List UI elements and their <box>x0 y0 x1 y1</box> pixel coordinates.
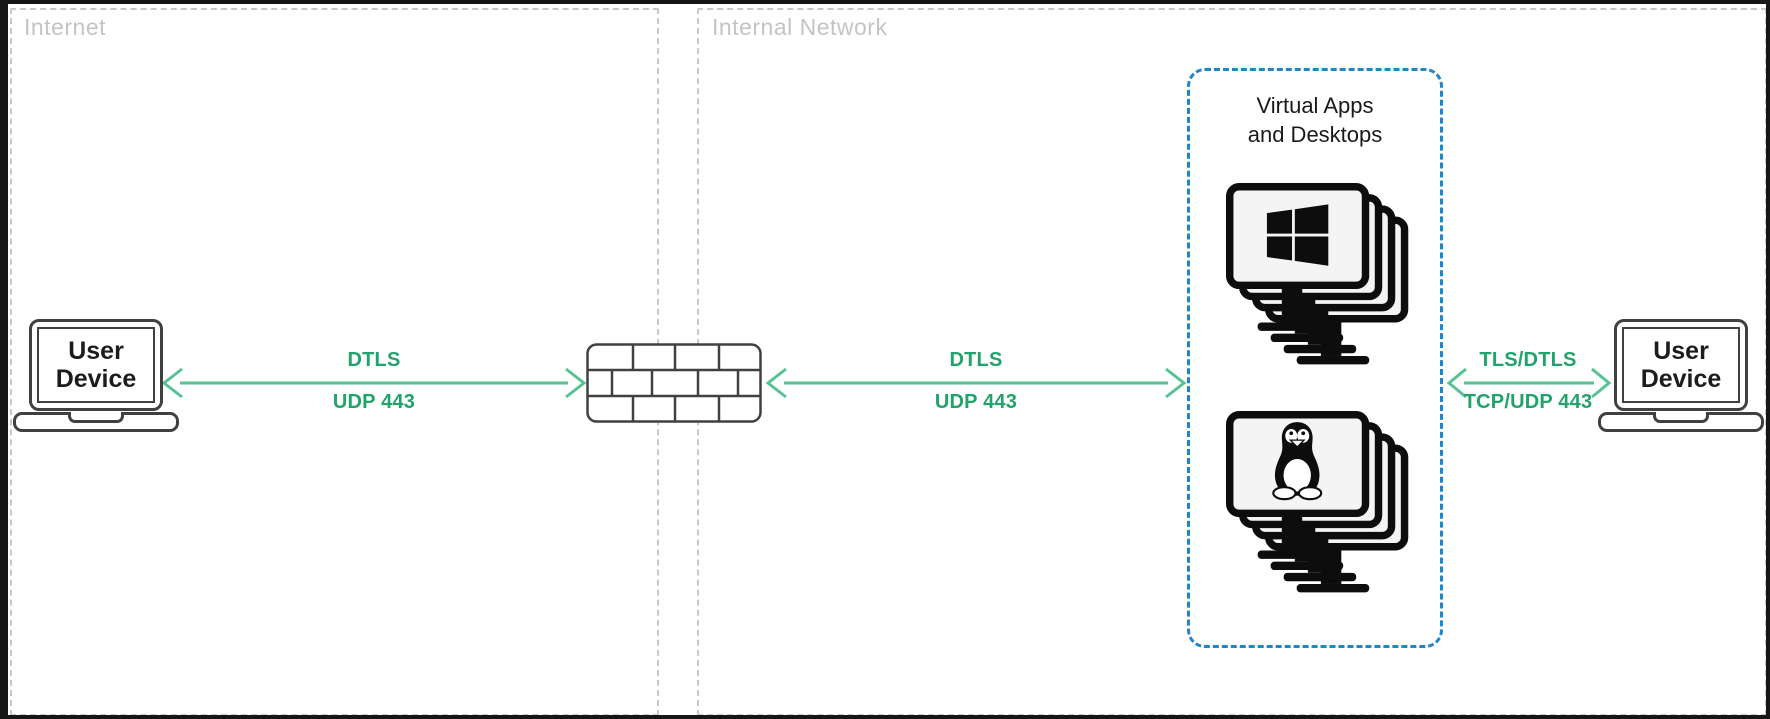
laptop-base <box>1598 412 1764 432</box>
vda-title-line1: Virtual Apps <box>1256 93 1374 118</box>
vda-box-title: Virtual Apps and Desktops <box>1190 91 1440 149</box>
vda-title-line2: and Desktops <box>1247 122 1383 148</box>
user-device-right-line2: Device <box>1640 365 1722 393</box>
firewall-icon <box>586 343 762 423</box>
connection-arrow-right <box>1446 367 1612 399</box>
user-device-left-line2: Device <box>55 365 137 393</box>
tux-penguin-icon <box>1272 422 1323 501</box>
connection-left-protocol-label: DTLS <box>347 349 401 371</box>
laptop-icon: User Device <box>1614 319 1748 411</box>
connection-arrow-left <box>161 367 587 399</box>
user-device-right-label: User Device <box>1622 327 1740 403</box>
internet-zone-label: Internet <box>24 14 106 40</box>
user-device-left-line1: User <box>68 337 124 365</box>
internal-network-zone-label: Internal Network <box>712 14 888 40</box>
laptop-notch <box>68 412 124 423</box>
connection-right-port-label: TCP/UDP 443 <box>1463 391 1593 413</box>
linux-tux-monitor-stack-icon <box>1226 411 1409 593</box>
user-device-left-label: User Device <box>37 327 155 403</box>
connection-middle-protocol-label: DTLS <box>949 349 1003 371</box>
laptop-notch <box>1653 412 1709 423</box>
user-device-right-line1: User <box>1653 337 1709 365</box>
connection-arrow-middle <box>765 367 1187 399</box>
connection-right-protocol-label: TLS/DTLS <box>1479 349 1577 371</box>
virtual-apps-desktops-box: Virtual Apps and Desktops <box>1187 68 1443 648</box>
user-device-left: User Device <box>13 319 179 432</box>
laptop-base <box>13 412 179 432</box>
connection-left-port-label: UDP 443 <box>332 391 416 413</box>
windows-monitor-stack-icon <box>1226 183 1409 365</box>
user-device-right: User Device <box>1598 319 1764 432</box>
laptop-icon: User Device <box>29 319 163 411</box>
windows-logo-icon <box>1266 204 1329 266</box>
connection-middle-port-label: UDP 443 <box>934 391 1018 413</box>
